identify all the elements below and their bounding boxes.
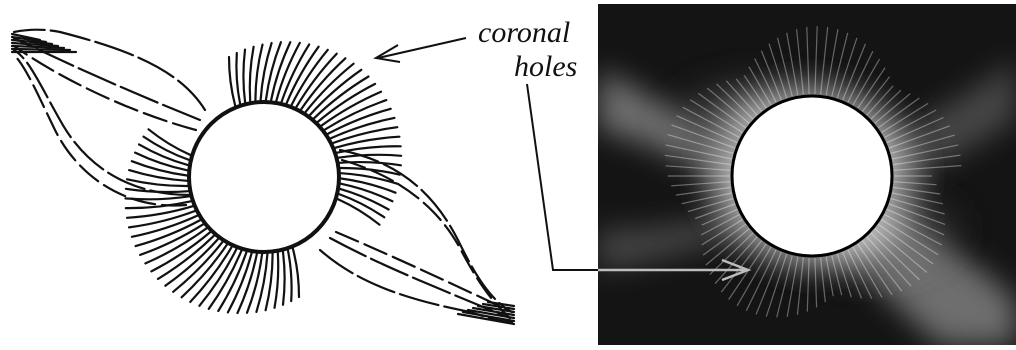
- field-line: [288, 250, 292, 301]
- sun-disk-drawing: [189, 102, 339, 252]
- field-line: [228, 253, 252, 312]
- field-line: [293, 248, 299, 297]
- sun-disk-photo: [732, 96, 892, 256]
- field-line: [340, 150, 512, 312]
- field-line: [12, 49, 70, 50]
- eclipse-photo: [598, 4, 1016, 345]
- field-line: [250, 47, 254, 101]
- coronal-holes-label-line1: coronal: [478, 18, 570, 48]
- field-line: [276, 43, 300, 101]
- field-line: [144, 137, 189, 160]
- field-line: [275, 253, 279, 308]
- field-line: [229, 57, 235, 106]
- field-line: [243, 50, 245, 103]
- field-line: [236, 53, 240, 104]
- field-line: [336, 232, 512, 312]
- corona-schematic-drawing: [12, 30, 514, 324]
- pointer-arrow-upper: [376, 38, 466, 62]
- field-line: [129, 170, 187, 181]
- coronal-holes-label-line2: holes: [514, 52, 577, 82]
- field-line: [339, 194, 384, 217]
- field-line: [283, 252, 285, 305]
